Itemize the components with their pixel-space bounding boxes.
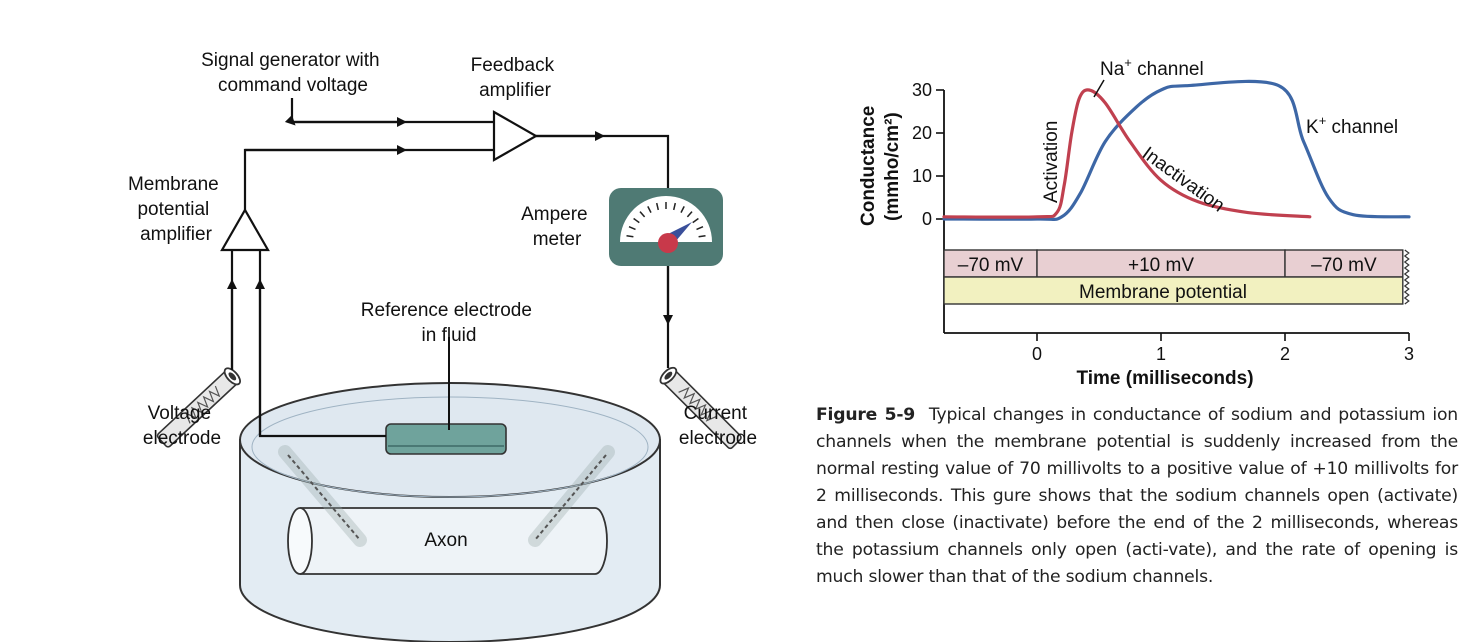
y-tick-label: 30 — [912, 80, 932, 100]
meter-tick — [639, 211, 646, 218]
membrane-potential-label: Membrane potential — [1079, 282, 1247, 303]
axon: Axon — [287, 507, 608, 575]
activation-label: Activation — [1041, 121, 1062, 203]
x-tick-label: 1 — [1156, 344, 1166, 364]
reference-electrode — [385, 337, 507, 455]
apparatus-diagram: Axon — [128, 50, 757, 642]
figure-number: Figure 5-9 — [816, 405, 916, 425]
figure-caption: Figure 5-9 Typical changes in conductanc… — [816, 402, 1458, 591]
meter-tick — [647, 206, 652, 213]
meter-tick — [696, 226, 704, 231]
y-axis-unit: (mmho/cm²) — [882, 112, 903, 221]
x-tick-label: 3 — [1404, 344, 1414, 364]
axon-label: Axon — [424, 530, 467, 551]
x-tick-label: 2 — [1280, 344, 1290, 364]
membrane-segment-label: +10 mV — [1128, 255, 1194, 276]
signal-generator-label: Signal generator with command voltage — [201, 50, 385, 96]
conductance-chart: 0 10 20 30 0 1 2 3 Conductance (mmho/cm²) Time… — [858, 55, 1414, 389]
meter-tick — [680, 206, 685, 213]
membrane-amplifier-label: Membrane potential amplifier — [128, 174, 224, 245]
meter-tick — [698, 234, 706, 238]
na-label-pointer — [1093, 79, 1105, 98]
meter-tick — [655, 202, 660, 211]
axis-break — [1403, 249, 1410, 305]
x-axis-label: Time (milliseconds) — [1076, 368, 1253, 389]
current-electrode — [528, 366, 742, 547]
meter-tick — [626, 234, 634, 238]
meter-tick — [672, 202, 677, 211]
membrane-segment — [1036, 249, 1286, 278]
meter-hub — [658, 233, 678, 253]
membrane-segment — [1284, 249, 1404, 278]
circuit-wires — [227, 98, 673, 438]
series-na-channel — [942, 88, 1312, 219]
meter-tick — [692, 217, 699, 224]
membrane-segment-label: –70 mV — [958, 255, 1024, 276]
inactivation-label: Inactivation — [1138, 143, 1228, 216]
ampere-meter-label: Ampere meter — [521, 204, 593, 250]
y-ticks: 0 10 20 30 — [912, 80, 944, 229]
y-axis-label: Conductance — [858, 106, 879, 226]
x-ticks: 0 1 2 3 — [944, 332, 1414, 364]
x-tick-label: 0 — [1032, 344, 1042, 364]
membrane-amplifier-symbol — [220, 207, 270, 252]
membrane-potential-bar: –70 mV +10 mV –70 mV Membrane potential — [943, 249, 1410, 305]
meter-tick — [633, 217, 640, 224]
y-tick-label: 10 — [912, 166, 932, 186]
feedback-amplifier-label: Feedback amplifier — [471, 55, 560, 101]
caption-text: Typical changes in conductance of sodium… — [816, 405, 1458, 587]
series-k-channel — [942, 79, 1411, 221]
membrane-segment — [943, 249, 1038, 278]
ampere-meter — [609, 188, 723, 266]
voltage-electrode-label: Voltage electrode — [143, 403, 221, 449]
membrane-segment-label: –70 mV — [1311, 255, 1377, 276]
reference-electrode-label: Reference electrode in fluid — [361, 300, 537, 346]
na-channel-label: Na+ channel — [1100, 55, 1204, 80]
y-tick-label: 0 — [922, 209, 932, 229]
feedback-amplifier-symbol — [492, 110, 539, 162]
meter-tick — [628, 226, 636, 231]
k-channel-label: K+ channel — [1306, 113, 1398, 138]
voltage-electrode — [156, 367, 367, 547]
membrane-potential-band — [943, 276, 1404, 305]
meter-tick — [686, 211, 693, 218]
current-electrode-label: Current electrode — [679, 403, 757, 449]
y-tick-label: 20 — [912, 123, 932, 143]
